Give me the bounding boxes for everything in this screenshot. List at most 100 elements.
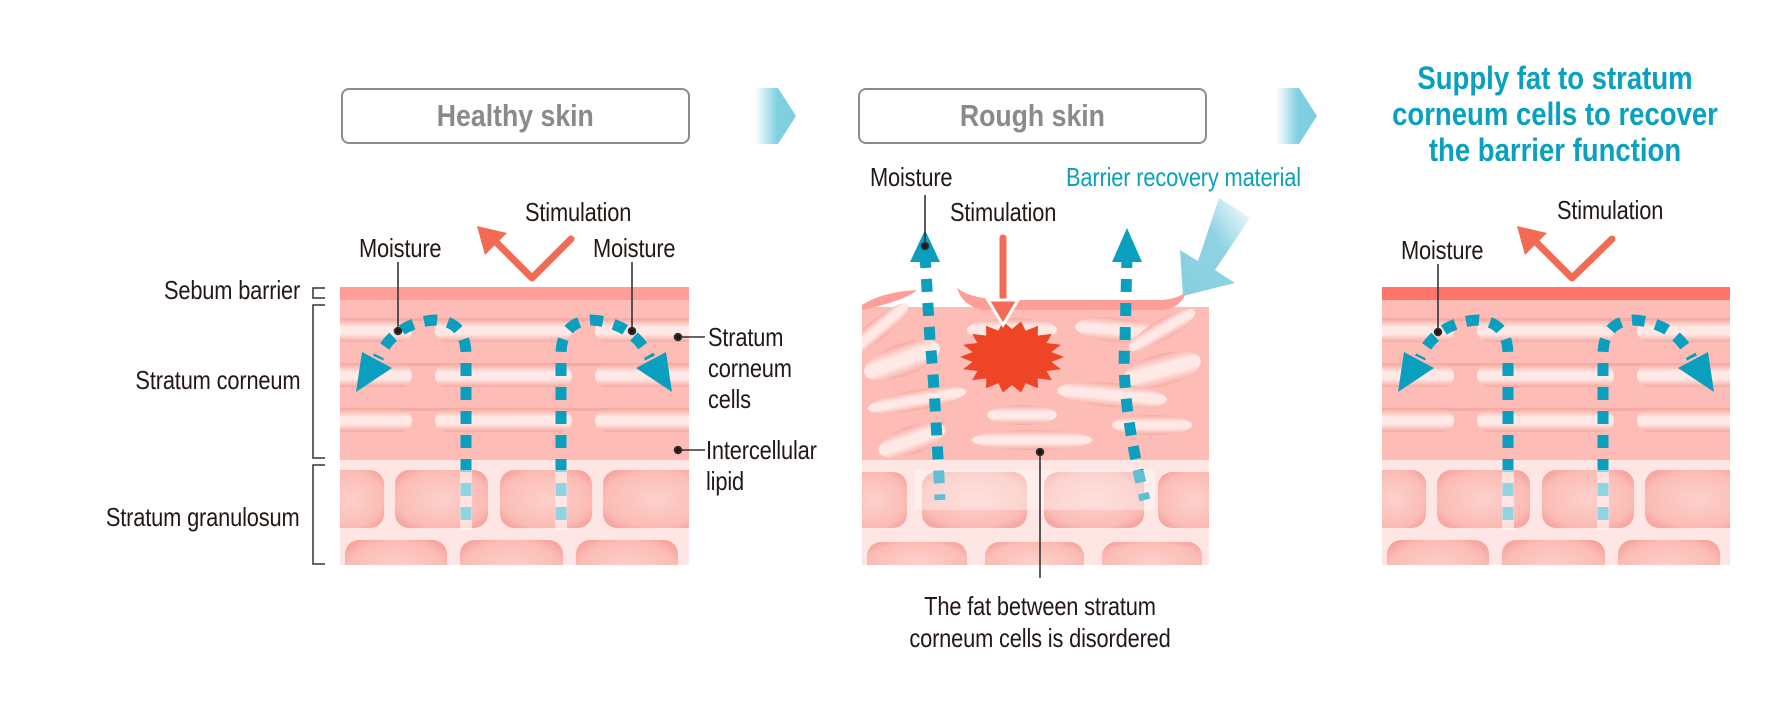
disordered-cell [972, 430, 1092, 450]
corneum-cell [1382, 364, 1454, 387]
disordered-cell [862, 303, 909, 357]
granulosum-cell [340, 470, 384, 528]
result-title-line-1: Supply fat to stratum [1417, 60, 1693, 96]
moisture-arrowhead [1678, 352, 1714, 392]
next-chevron-1 [755, 88, 796, 144]
corneum-cell [1477, 319, 1614, 342]
granulosum-cell [1044, 472, 1144, 528]
stage-rough-skin: Rough skin [858, 88, 1207, 144]
corneum-cell [340, 409, 412, 432]
healthy-moisture-left-label: Moisture [359, 233, 442, 263]
corneum-cell [595, 409, 689, 432]
rough-moisture-label: Moisture [870, 162, 953, 192]
disordered-cell [878, 422, 946, 458]
moisture-arrowhead [356, 352, 392, 392]
healthy-stimulation-label: Stimulation [525, 197, 632, 227]
granulosum-cell [985, 542, 1084, 565]
granulosum-cell [1102, 542, 1202, 565]
rough-caption-line-2: corneum cells is disordered [909, 623, 1171, 653]
damage-burst [960, 321, 1064, 393]
disordered-cell [1057, 382, 1167, 408]
moisture-arrowhead [636, 352, 672, 392]
stage-healthy-skin: Healthy skin [341, 88, 690, 144]
corneum-cell [1637, 409, 1730, 432]
disordered-cell [1112, 415, 1192, 435]
granulosum-cell [1542, 470, 1634, 528]
corneum-cell [435, 364, 572, 387]
moisture-path-right [1597, 314, 1697, 520]
sebum-bracket [312, 287, 325, 299]
granulosum-cell [862, 472, 907, 528]
granulosum-cell [345, 540, 447, 565]
moisture-arrowhead [1112, 228, 1142, 262]
corneum-cell [1477, 409, 1614, 432]
corneum-cell [1477, 364, 1614, 387]
moisture-path-left [373, 314, 472, 520]
granulosum-cell [1437, 470, 1530, 528]
granulosum-cell [1158, 472, 1209, 528]
disordered-cell [864, 339, 940, 381]
lipid-line-2: lipid [706, 466, 745, 496]
rough-stimulation-head [985, 298, 1021, 328]
sebum-flake [862, 290, 917, 310]
granulosum-cell [922, 472, 1027, 528]
leader-lines [393, 195, 1443, 578]
result-title: Supply fat to stratum corneum cells to r… [1383, 60, 1727, 168]
rough-panel-clip [862, 288, 1209, 565]
result-title-line-3: the barrier function [1428, 132, 1682, 168]
label-stratum-corneum-cells: Stratum corneum cells [708, 322, 792, 415]
rough-stimulation-label: Stimulation [950, 197, 1057, 227]
corneum-cells-line-3: cells [708, 384, 751, 414]
moisture-arrowhead [1398, 352, 1434, 392]
recovered-skin-panel [1382, 287, 1730, 565]
corneum-cell [435, 409, 572, 432]
granulosum-cell [395, 470, 488, 528]
next-chevron-2 [1276, 88, 1317, 144]
moisture-fade [460, 470, 472, 530]
label-stratum-granulosum: Stratum granulosum [106, 502, 300, 532]
rough-caption: The fat between stratum corneum cells is… [872, 590, 1208, 654]
corneum-cells-line-2: corneum [708, 353, 792, 383]
moisture-fade [1597, 470, 1609, 530]
sebum-layer [1382, 287, 1730, 300]
healthy-skin-panel [340, 287, 689, 565]
granulosum-cell [1645, 470, 1730, 528]
moisture-fade [1502, 470, 1514, 530]
moisture-escape-left [919, 254, 946, 501]
disordered-cell [987, 405, 1057, 425]
corneum-bracket [312, 304, 325, 459]
sebum-layer [340, 287, 689, 300]
corneum-cell [1382, 409, 1454, 432]
granulosum-cell [1502, 540, 1605, 565]
corneum-cell [1382, 319, 1454, 342]
granulosum-cell [603, 470, 689, 528]
corneum-cell [340, 319, 412, 342]
granulosum-cell [500, 470, 592, 528]
moisture-fade [555, 470, 567, 530]
moisture-path-left [1415, 314, 1514, 520]
recovered-moisture-label: Moisture [1401, 235, 1484, 265]
stage-rough-label: Rough skin [959, 98, 1106, 133]
disordered-cell [1123, 351, 1201, 389]
moisture-escape-right [1118, 254, 1151, 502]
granulosum-bracket [312, 464, 325, 565]
label-intercellular-lipid: Intercellular lipid [706, 435, 817, 497]
recovered-stimulation-arrow [1517, 226, 1616, 282]
label-sebum-barrier: Sebum barrier [163, 275, 300, 305]
granulosum-cell [867, 542, 967, 565]
granulosum-cell [1382, 470, 1426, 528]
corneum-cell [435, 319, 572, 342]
granulosum-cell [460, 540, 563, 565]
moisture-path-right [555, 314, 655, 520]
rough-skin-panel [862, 228, 1209, 565]
lipid-line-1: Intercellular [706, 435, 817, 465]
disordered-cell [867, 386, 967, 414]
corneum-cells-line-1: Stratum [708, 322, 784, 352]
recovered-stimulation-label: Stimulation [1557, 195, 1664, 225]
granulosum-cell [1387, 540, 1489, 565]
corneum-cell [340, 364, 412, 387]
healthy-stimulation-arrow [477, 226, 575, 282]
barrier-recovery-arrow [1180, 198, 1250, 296]
disordered-cell [1128, 309, 1196, 351]
